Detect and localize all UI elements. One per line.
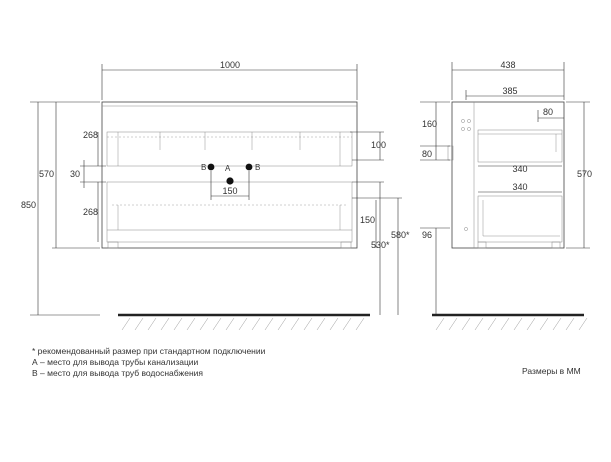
floor-hatch-mark	[565, 317, 575, 331]
floor-hatch-mark	[134, 317, 144, 331]
dim-side-bottom-height: 96	[422, 230, 432, 240]
front-upper-drawer	[106, 131, 353, 167]
floor-hatch-mark	[513, 317, 523, 331]
floor-hatch-mark	[212, 317, 222, 331]
dim-side-top-right: 80	[543, 107, 553, 117]
floor-hatch-mark	[435, 317, 445, 331]
note-sewer-outlet: А – место для вывода трубы канализации	[32, 357, 199, 367]
dim-mount-height-b: 530*	[371, 240, 390, 250]
floor-hatch-mark	[173, 317, 183, 331]
dim-lower-drawer-depth: 340	[512, 182, 527, 192]
floor-hatch-mark	[225, 317, 235, 331]
floor-hatch-mark	[500, 317, 510, 331]
floor-hatch-mark	[448, 317, 458, 331]
front-view: В В А 150 1000 850 570 30 268 268 100	[21, 60, 410, 331]
floor-hatch-mark	[329, 317, 339, 331]
pipe-label-b-right: В	[255, 163, 260, 172]
dim-side-left-small: 80	[422, 149, 432, 159]
floor-hatch-mark	[238, 317, 248, 331]
floor-hatch-mark	[342, 317, 352, 331]
pipe-a-marker	[226, 177, 234, 185]
dim-front-width: 1000	[220, 60, 240, 70]
floor-hatch-mark	[147, 317, 157, 331]
dim-body-height: 570	[39, 169, 54, 179]
side-upper-drawer	[477, 129, 563, 163]
floor-hatch-mark	[316, 317, 326, 331]
floor-hatch-mark	[474, 317, 484, 331]
floor-hatch-mark	[264, 317, 274, 331]
floor-hatch-mark	[303, 317, 313, 331]
dim-drawer-gap: 30	[70, 169, 80, 179]
notes-block: * рекомендованный размер при стандартном…	[32, 346, 265, 379]
floor-hatch-mark	[552, 317, 562, 331]
floor-hatch-mark	[487, 317, 497, 331]
note-water-outlet: В – место для вывода труб водоснабжения	[32, 368, 203, 378]
units-label: Размеры в ММ	[522, 366, 581, 376]
floor-hatch-mark	[251, 317, 261, 331]
dim-upper-drawer-depth: 340	[512, 164, 527, 174]
pipe-label-a: А	[225, 164, 231, 173]
side-cabinet-body	[451, 101, 565, 249]
dim-side-top-height: 160	[422, 119, 437, 129]
dim-total-height: 850	[21, 200, 36, 210]
floor-hatch-mark	[461, 317, 471, 331]
dim-side-depth: 438	[500, 60, 515, 70]
note-recommended: * рекомендованный размер при стандартном…	[32, 346, 266, 356]
floor-hatch-mark	[526, 317, 536, 331]
floor-hatch-mark	[539, 317, 549, 331]
floor-hatch-mark	[121, 317, 131, 331]
floor-hatch-mark	[578, 317, 588, 331]
dim-top-offset: 100	[371, 140, 386, 150]
dim-mount-height-a: 580*	[391, 230, 410, 240]
floor-hatch-mark	[290, 317, 300, 331]
side-lower-drawer	[477, 195, 563, 243]
floor-hatch-mark	[186, 317, 196, 331]
floor-hatch-mark	[355, 317, 365, 331]
dim-side-height: 570	[577, 169, 592, 179]
side-view: 438 385 80 160 80 96 340 340 570	[420, 60, 592, 331]
dim-bottom-drawer-height: 268	[83, 207, 98, 217]
dim-side-inner-depth: 385	[502, 86, 517, 96]
floor-hatch-mark	[160, 317, 170, 331]
dim-top-drawer-height: 268	[83, 130, 98, 140]
dim-lower-offset: 150	[360, 215, 375, 225]
dim-pipe-spacing: 150	[222, 186, 237, 196]
pipe-b-right-marker	[245, 163, 253, 171]
pipe-label-b-left: В	[201, 163, 206, 172]
floor-hatch-mark	[277, 317, 287, 331]
floor-hatch-mark	[199, 317, 209, 331]
pipe-b-left-marker	[207, 163, 215, 171]
front-cabinet-body	[101, 101, 358, 249]
